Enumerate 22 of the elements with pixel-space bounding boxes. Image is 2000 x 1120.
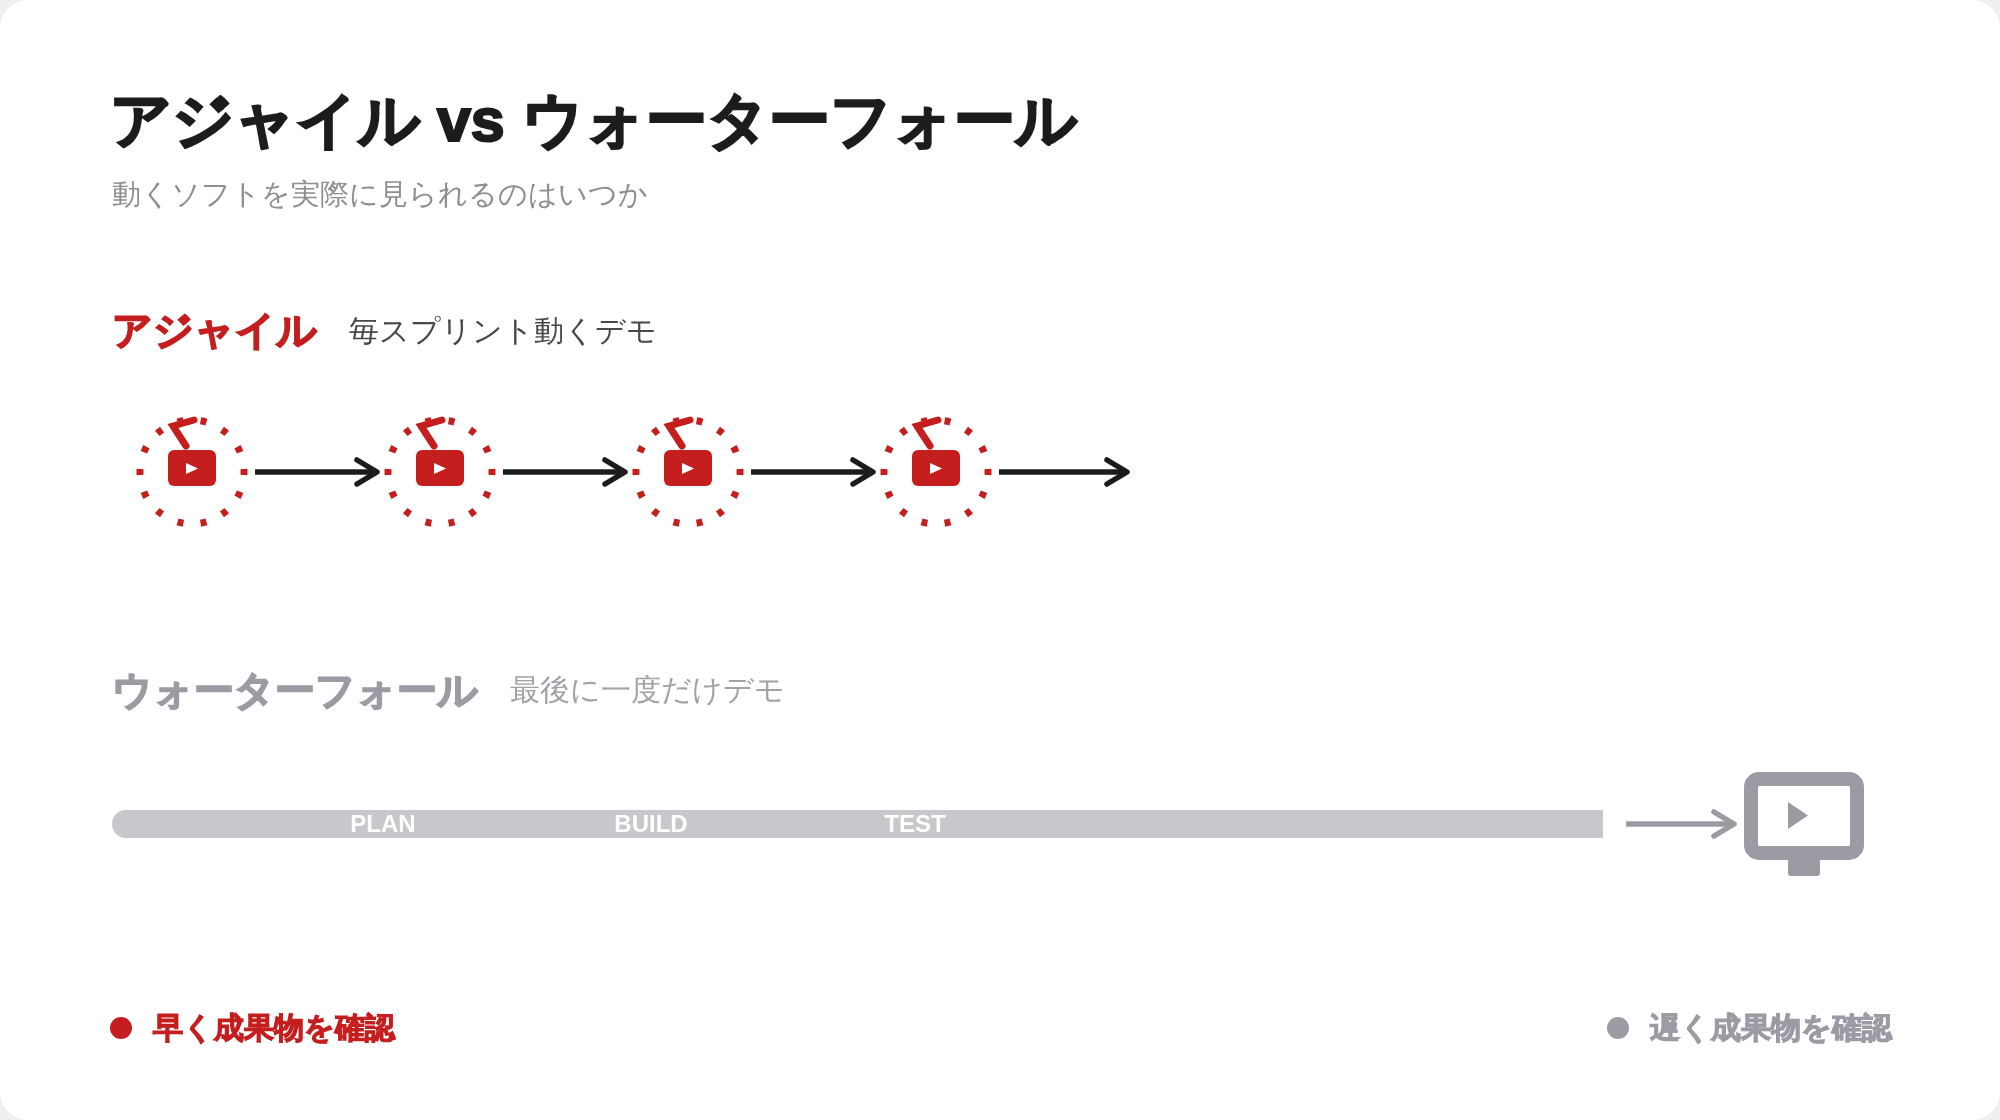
section-description: 最後に一度だけデモ	[510, 673, 785, 707]
section-description: 毎スプリント動くデモ	[349, 314, 657, 348]
arrow	[751, 457, 876, 487]
monitor-icon	[1744, 772, 1864, 876]
arrow	[255, 457, 380, 487]
arrow	[1626, 809, 1737, 839]
phase-label: TEST	[884, 810, 946, 838]
dotted-circle	[384, 416, 496, 528]
legend-label: 早く成果物を確認	[153, 1011, 395, 1045]
dotted-circle	[880, 416, 992, 528]
section-heading: ウォーターフォール	[112, 668, 478, 712]
section-heading: アジャイル	[112, 308, 317, 352]
arrow	[999, 457, 1130, 487]
phase-label: PLAN	[350, 810, 416, 838]
subtitle: 動くソフトを実際に見られるのはいつか	[112, 177, 648, 211]
title: アジャイル vs ウォーターフォール	[110, 86, 1077, 154]
phase-label: BUILD	[614, 810, 688, 838]
legend-label: 遅く成果物を確認	[1650, 1011, 1892, 1045]
timeline-bar	[112, 810, 1603, 838]
dotted-circle	[136, 416, 248, 528]
arrow	[503, 457, 628, 487]
dotted-circle	[632, 416, 744, 528]
